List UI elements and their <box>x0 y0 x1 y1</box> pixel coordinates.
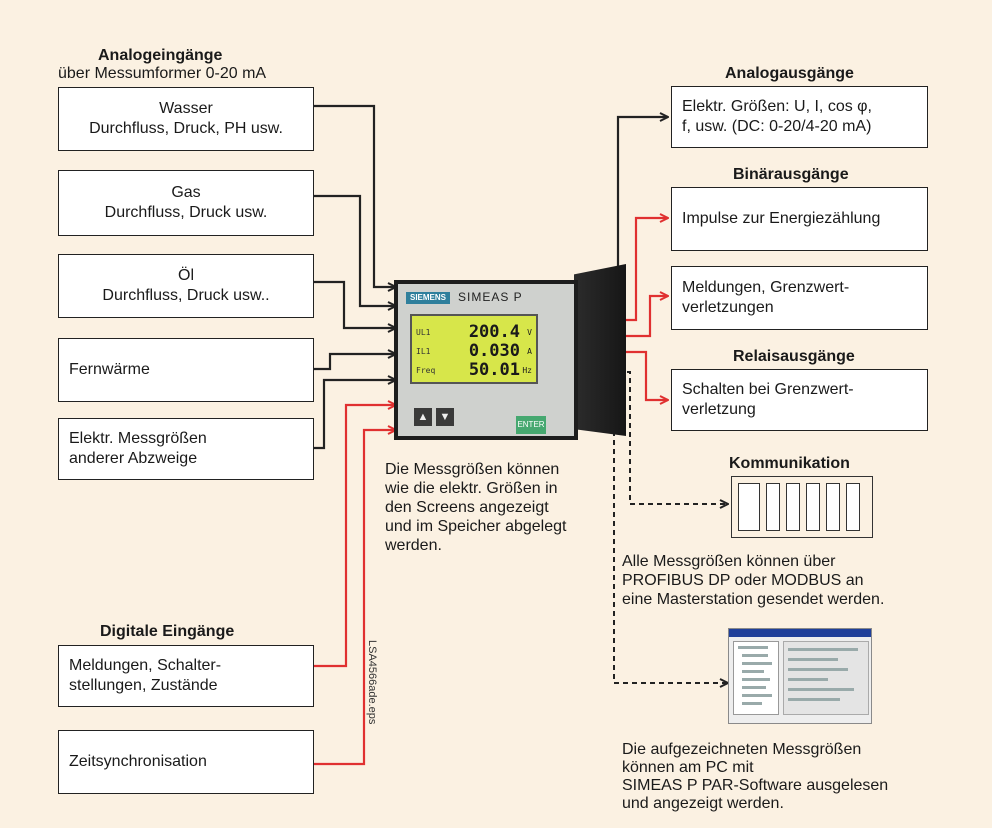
lcd-value: 0.030 <box>468 341 520 361</box>
device-caption-line5: werden. <box>385 537 442 554</box>
input-oil-detail: Durchfluss, Druck usw.. <box>102 287 270 304</box>
lcd-value: 50.01 <box>468 360 520 380</box>
output-relay-line1: Schalten bei Grenzwert- <box>682 381 854 398</box>
analog-outputs-heading: Analogausgänge <box>725 65 854 82</box>
plc-rack-icon <box>731 476 873 538</box>
communication-text-line3: eine Masterstation gesendet werden. <box>622 591 885 608</box>
output-relay-line2: verletzung <box>682 401 756 418</box>
device-model-label: SIMEAS P <box>458 290 523 304</box>
plc-cpu-module <box>738 483 760 531</box>
lcd-label: UL1 <box>416 328 431 337</box>
device-lcd-display: UL1 200.4 V IL1 0.030 A Freq 50.01 Hz <box>410 314 538 384</box>
lcd-row-current: IL1 0.030 A <box>416 341 532 361</box>
analog-inputs-subheading: über Messumformer 0-20 mA <box>58 65 267 82</box>
software-text-line2: können am PC mit <box>622 759 754 776</box>
input-messages-line2: stellungen, Zustände <box>69 677 218 694</box>
wire-oil <box>314 280 396 328</box>
binary-outputs-heading: Binärausgänge <box>733 166 849 183</box>
device-caption-line2: wie die elektr. Größen in <box>385 480 558 497</box>
input-messages-line1: Meldungen, Schalter- <box>69 657 222 674</box>
software-text-line3: SIMEAS P PAR-Software ausgelesen <box>622 777 889 794</box>
output-relay-box: Schalten bei Grenzwert- verletzung <box>671 369 928 431</box>
wire-gas <box>314 194 396 306</box>
input-district-heating-box: Fernwärme <box>58 338 314 402</box>
input-water-title: Wasser <box>159 100 213 117</box>
input-oil-title: Öl <box>178 267 194 284</box>
input-gas-box: Gas Durchfluss, Druck usw. <box>58 170 314 236</box>
lcd-row-frequency: Freq 50.01 Hz <box>416 360 532 380</box>
device-caption-line4: und im Speicher abgelegt <box>385 518 567 535</box>
wire-software <box>613 386 728 683</box>
wire-district-heating <box>314 354 396 371</box>
input-gas-detail: Durchfluss, Druck usw. <box>104 204 268 221</box>
output-binary-box: Impulse zur Energiezählung <box>671 187 928 251</box>
input-oil-box: Öl Durchfluss, Druck usw.. <box>58 254 314 318</box>
input-water-box: Wasser Durchfluss, Druck, PH usw. <box>58 87 314 151</box>
device-housing <box>574 264 626 436</box>
pc-software-screenshot <box>728 628 872 724</box>
file-label: LSA4566ade.eps <box>366 640 378 725</box>
input-elec-line1: Elektr. Messgrößen <box>69 430 207 447</box>
plc-io-module <box>826 483 840 531</box>
plc-io-module <box>766 483 780 531</box>
relay-outputs-heading: Relaisausgänge <box>733 348 855 365</box>
input-elec-line2: anderer Abzweige <box>69 450 198 467</box>
input-gas-title: Gas <box>171 184 201 201</box>
lcd-unit: A <box>527 347 532 356</box>
wire-communication <box>600 371 728 504</box>
wire-elec-measurements <box>314 380 396 450</box>
digital-inputs-heading: Digitale Eingänge <box>100 623 235 640</box>
input-time-sync-label: Zeitsynchronisation <box>69 753 207 770</box>
settings-panel <box>783 641 869 715</box>
plc-io-module <box>786 483 800 531</box>
wire-messages <box>314 405 396 668</box>
communication-text-line1: Alle Messgrößen können über <box>622 553 836 570</box>
tree-panel <box>733 641 779 715</box>
lcd-label: IL1 <box>416 347 431 356</box>
wire-time-sync <box>314 430 396 766</box>
input-district-heating-label: Fernwärme <box>69 361 150 378</box>
device-brand-logo: SIEMENS <box>406 292 450 304</box>
lcd-value: 200.4 <box>468 322 520 342</box>
output-binary-label: Impulse zur Energiezählung <box>682 210 881 227</box>
device-front-panel: SIEMENS SIMEAS P UL1 200.4 V IL1 0.030 A… <box>394 280 578 440</box>
lcd-unit: V <box>527 328 532 337</box>
lcd-label: Freq <box>416 366 436 375</box>
lcd-unit: Hz <box>522 366 532 375</box>
analog-inputs-heading: Analogeingänge <box>98 47 223 64</box>
output-alarm-box: Meldungen, Grenzwert- verletzungen <box>671 266 928 330</box>
input-elec-box: Elektr. Messgrößen anderer Abzweige <box>58 418 314 480</box>
plc-io-module <box>806 483 820 531</box>
software-text-line1: Die aufgezeichneten Messgrößen <box>622 741 862 758</box>
device-caption-line3: den Screens angezeigt <box>385 499 549 516</box>
wire-water <box>314 104 396 287</box>
output-alarm-line1: Meldungen, Grenzwert- <box>682 279 850 296</box>
input-time-sync-box: Zeitsynchronisation <box>58 730 314 794</box>
input-messages-box: Meldungen, Schalter- stellungen, Zuständ… <box>58 645 314 707</box>
down-arrow-key: ▼ <box>436 408 454 426</box>
software-text-line4: und angezeigt werden. <box>622 795 784 812</box>
output-alarm-line2: verletzungen <box>682 299 774 316</box>
device-caption-line1: Die Messgrößen können <box>385 461 560 478</box>
plc-io-module <box>846 483 860 531</box>
lcd-row-voltage: UL1 200.4 V <box>416 322 532 342</box>
output-analog-line2: f, usw. (DC: 0-20/4-20 mA) <box>682 118 872 135</box>
output-analog-box: Elektr. Größen: U, I, cos φ, f, usw. (DC… <box>671 86 928 148</box>
window-titlebar <box>729 629 871 637</box>
output-analog-line1: Elektr. Größen: U, I, cos φ, <box>682 98 872 115</box>
input-water-detail: Durchfluss, Druck, PH usw. <box>89 120 283 137</box>
communication-text-line2: PROFIBUS DP oder MODBUS an <box>622 572 864 589</box>
simeas-p-device: SIEMENS SIMEAS P UL1 200.4 V IL1 0.030 A… <box>394 264 626 444</box>
up-arrow-key: ▲ <box>414 408 432 426</box>
enter-key: ENTER <box>516 416 546 434</box>
communication-heading: Kommunikation <box>729 455 850 472</box>
